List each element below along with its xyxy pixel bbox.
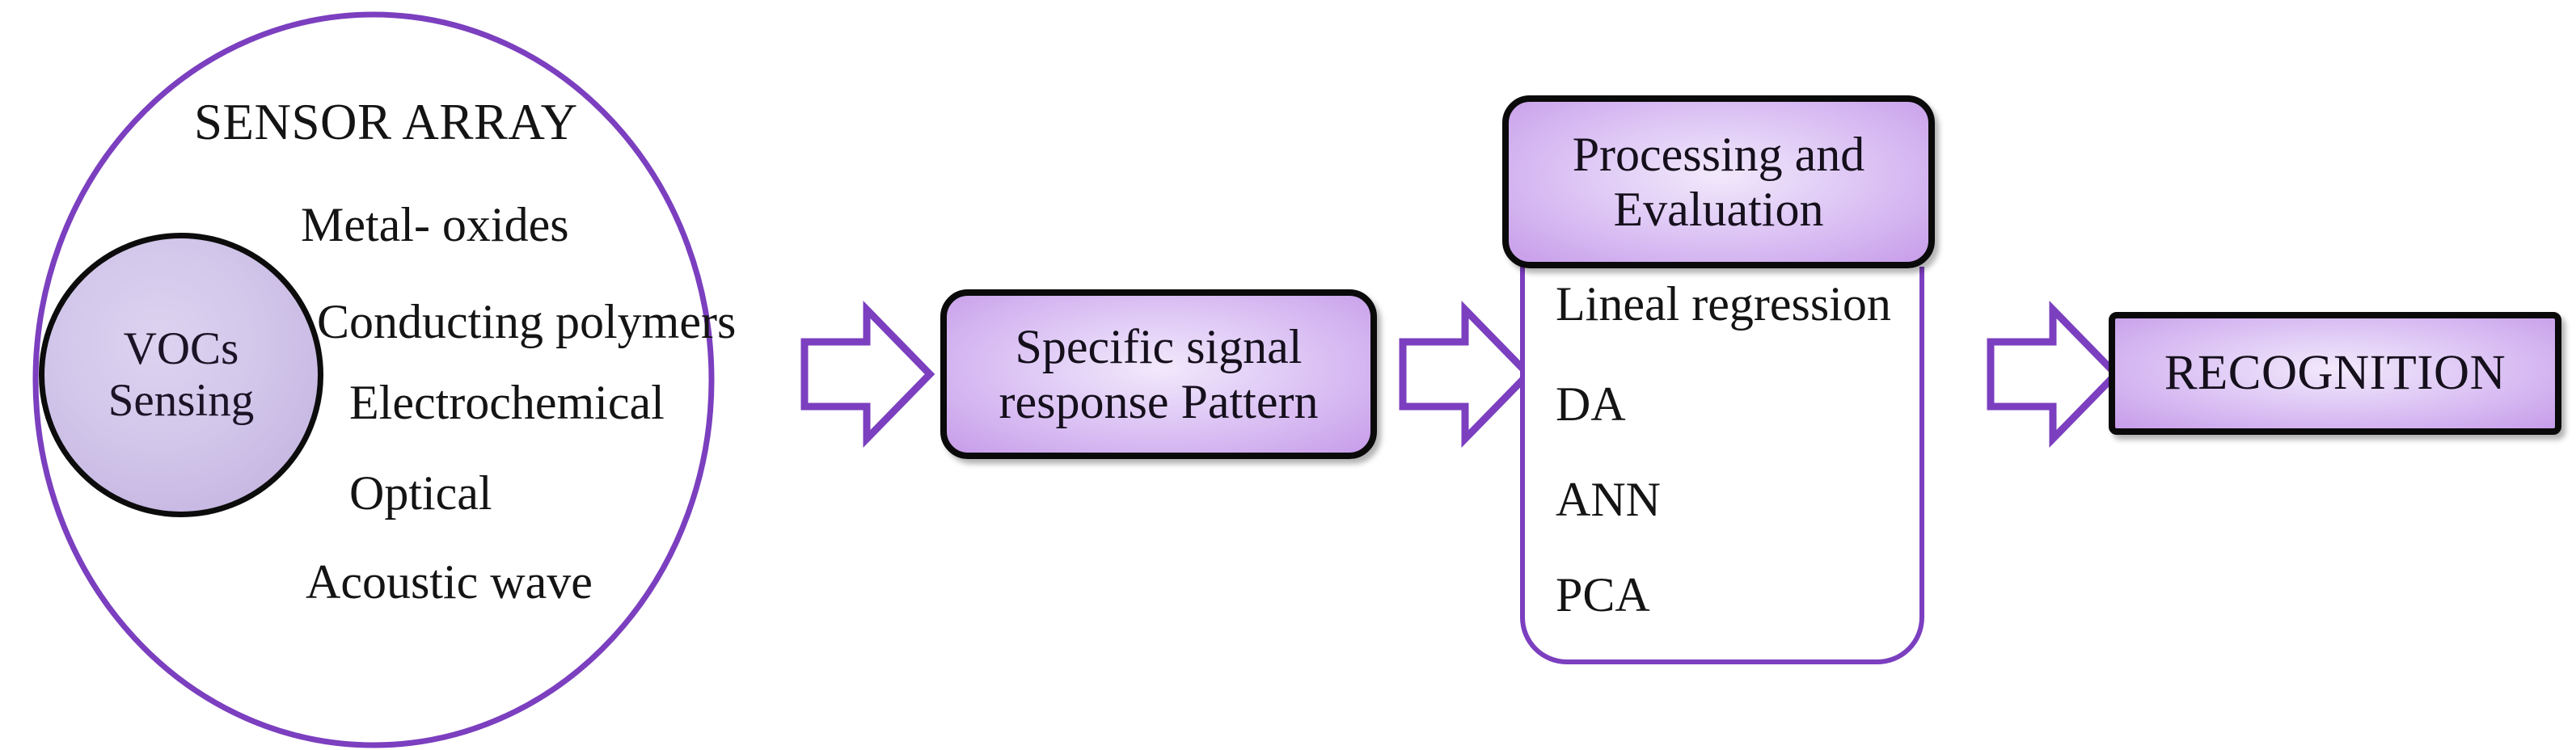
list-item: Acoustic wave xyxy=(306,555,593,609)
list-item: Lineal regression xyxy=(1556,277,1891,331)
list-item: PCA xyxy=(1556,568,1650,621)
arrow-signal-to-processing-icon xyxy=(1399,300,1534,449)
processing-methods-panel: Lineal regression DA ANN PCA xyxy=(1520,267,1924,664)
vocs-bubble-line-1: VOCs xyxy=(123,323,239,375)
list-item: DA xyxy=(1556,377,1626,431)
specific-signal-line-1: Specific signal xyxy=(1015,319,1303,373)
processing-evaluation-box-text: Processing and Evaluation xyxy=(1573,127,1865,238)
specific-signal-box-text: Specific signal response Pattern xyxy=(999,319,1319,430)
vocs-bubble-line-2: Sensing xyxy=(108,375,255,426)
arrow-sensor-to-signal-icon xyxy=(800,300,935,449)
processing-line-2: Evaluation xyxy=(1613,183,1824,236)
processing-line-1: Processing and xyxy=(1572,127,1865,181)
list-item: Metal- oxides xyxy=(301,198,569,251)
recognition-box-text: RECOGNITION xyxy=(2164,346,2506,401)
sensor-array-title: SENSOR ARRAY xyxy=(194,94,578,150)
arrow-processing-to-recognition-icon xyxy=(1987,300,2122,449)
list-item: Optical xyxy=(349,466,492,520)
list-item: ANN xyxy=(1556,473,1661,526)
specific-signal-line-2: response Pattern xyxy=(999,375,1319,428)
list-item: Electrochemical xyxy=(349,376,665,429)
list-item: Conducting polymers xyxy=(317,295,737,348)
specific-signal-box: Specific signal response Pattern xyxy=(940,289,1377,459)
recognition-box: RECOGNITION xyxy=(2109,312,2561,435)
sensor-type-list: Metal- oxides Conducting polymers Electr… xyxy=(0,0,809,750)
vocs-sensing-bubble: VOCs Sensing xyxy=(39,233,323,517)
sensor-array-circle xyxy=(32,11,715,748)
processing-evaluation-box: Processing and Evaluation xyxy=(1502,95,1935,268)
